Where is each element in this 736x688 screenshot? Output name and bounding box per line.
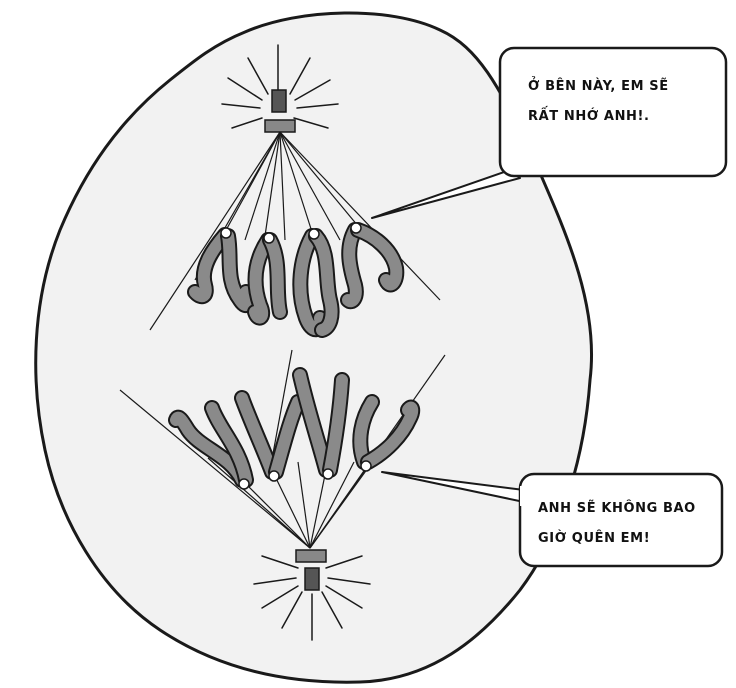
speech-bubble-bottom-text: Anh sẽ không bao giờ quên em! — [538, 494, 696, 554]
speech-bubble-bottom-line-1: Anh sẽ không bao — [538, 494, 696, 524]
speech-bubble-top-text: Ở bên này, em sẽ rất nhớ anh!. — [528, 72, 669, 132]
speech-bubble-top-line-1: Ở bên này, em sẽ — [528, 72, 669, 102]
speech-bubble-bottom-line-2: giờ quên em! — [538, 524, 696, 554]
speech-bubble-top-line-2: rất nhớ anh!. — [528, 102, 669, 132]
